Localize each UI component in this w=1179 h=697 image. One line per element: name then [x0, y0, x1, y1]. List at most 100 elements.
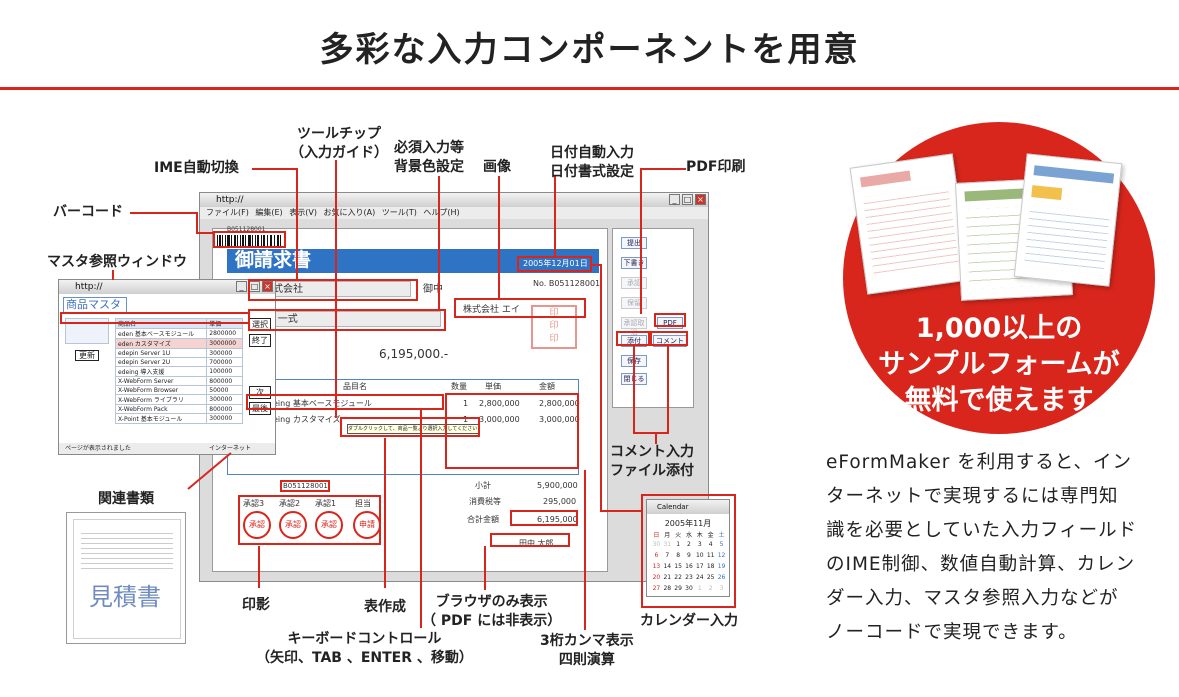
- row1-item[interactable]: eing 基本ベースモジュール: [273, 399, 372, 408]
- master-status-right: インターネット: [209, 445, 252, 452]
- calendar-day[interactable]: 28: [663, 585, 672, 592]
- approve-button[interactable]: 承認: [621, 277, 647, 289]
- calendar-day[interactable]: 21: [663, 574, 672, 581]
- sample-form-1-header: [860, 170, 911, 188]
- calendar-day[interactable]: 26: [717, 574, 726, 581]
- person-name: 田中 太郎: [519, 539, 554, 548]
- callout-keyboard-line2: （矢印、TAB 、ENTER 、移動）: [256, 650, 473, 666]
- calendar-day[interactable]: 10: [695, 552, 704, 559]
- total-highlight: [510, 510, 578, 526]
- sample-form-1: [849, 153, 971, 295]
- close-button[interactable]: ×: [695, 194, 706, 205]
- calendar-day-header: 水: [685, 532, 692, 539]
- honorific: 御中: [423, 284, 443, 295]
- callout-date: 日付自動入力 日付書式設定: [550, 144, 634, 182]
- calendar-day[interactable]: 6: [654, 552, 659, 559]
- exit-button[interactable]: 終了: [249, 334, 271, 347]
- related-doc-thumbnail[interactable]: 見積書: [66, 512, 186, 644]
- callout-comment-line1: コメント入力: [610, 444, 694, 460]
- master-minimize-button[interactable]: _: [236, 281, 247, 292]
- calendar-day[interactable]: 13: [652, 563, 661, 570]
- callout-tooltip-line2: （入力ガイド）: [290, 145, 388, 161]
- callout-master-window: マスタ参照ウィンドウ: [47, 254, 187, 270]
- calendar-day[interactable]: 12: [717, 552, 726, 559]
- row1-price[interactable]: 2,800,000: [479, 399, 520, 408]
- calendar-day[interactable]: 17: [695, 563, 704, 570]
- master-close-button[interactable]: ×: [262, 281, 273, 292]
- browser-leader: [484, 546, 486, 590]
- calendar-day[interactable]: 2: [708, 585, 713, 592]
- amount-column-highlight: [445, 393, 579, 469]
- callout-browser-line1: ブラウザのみ表示: [435, 594, 548, 610]
- calendar-day[interactable]: 9: [687, 552, 691, 559]
- row2-item[interactable]: eing カスタマイズ: [273, 415, 341, 424]
- hold-button[interactable]: 保留: [621, 297, 647, 309]
- col-item-header: 品目名: [343, 382, 367, 391]
- master-highlight: [60, 312, 250, 324]
- master-update-button[interactable]: 更新: [75, 350, 99, 361]
- calendar-day[interactable]: 1: [697, 585, 702, 592]
- calendar-leader-h2: [600, 510, 642, 512]
- calendar-day[interactable]: 20: [652, 574, 661, 581]
- calendar-day[interactable]: 8: [676, 552, 681, 559]
- sample-form-1-lines: [862, 185, 960, 277]
- calendar-day[interactable]: 18: [706, 563, 715, 570]
- calendar-day[interactable]: 7: [665, 552, 670, 559]
- calendar-day[interactable]: 31: [663, 541, 672, 548]
- row1-qty[interactable]: 1: [463, 399, 469, 408]
- calendar-day[interactable]: 30: [685, 585, 693, 592]
- cancel-approve-button[interactable]: 承認取消: [621, 317, 647, 337]
- issuer-company: 株式会社 エイ: [463, 305, 520, 315]
- menu-bar[interactable]: ファイル(F) 編集(E) 表示(V) お気に入り(A) ツール(T) ヘルプ(…: [200, 207, 708, 219]
- calendar-day[interactable]: 15: [674, 563, 682, 570]
- calendar-day[interactable]: 1: [676, 541, 681, 548]
- calendar-day[interactable]: 23: [685, 574, 693, 581]
- row2-price[interactable]: 3,000,000: [479, 415, 520, 424]
- approval-stamp-1[interactable]: 承認: [243, 511, 271, 539]
- master-table-cell: X-WebForm Server: [114, 376, 208, 386]
- maximize-button[interactable]: □: [682, 194, 693, 205]
- calendar-day[interactable]: 22: [674, 574, 682, 581]
- submit-button[interactable]: 提出: [621, 237, 647, 249]
- calendar-day[interactable]: 4: [708, 541, 713, 548]
- approval-stamp-2[interactable]: 承認: [279, 511, 307, 539]
- calendar-day[interactable]: 25: [706, 574, 715, 581]
- calendar-day[interactable]: 11: [706, 552, 715, 559]
- master-table-cell: 2800000: [206, 328, 243, 339]
- calendar-day[interactable]: 3: [697, 541, 702, 548]
- calendar-day[interactable]: 14: [663, 563, 672, 570]
- calendar-day[interactable]: 5: [719, 541, 724, 548]
- calendar-day[interactable]: 24: [695, 574, 704, 581]
- subtotal-value: 5,900,000: [537, 481, 578, 490]
- calendar-day[interactable]: 29: [674, 585, 682, 592]
- approval-stamp-3[interactable]: 承認: [315, 511, 343, 539]
- calendar-day[interactable]: 16: [685, 563, 693, 570]
- callout-tooltip-line1: ツールチップ: [297, 126, 381, 142]
- master-table-cell: 3000000: [206, 338, 243, 349]
- calendar-day[interactable]: 2: [687, 541, 691, 548]
- calendar-day[interactable]: 30: [652, 541, 661, 548]
- calendar-day[interactable]: 3: [719, 585, 724, 592]
- callout-tooltip: ツールチップ （入力ガイド）: [290, 125, 388, 163]
- calendar-day[interactable]: 27: [652, 585, 661, 592]
- row2-qty[interactable]: 1: [463, 415, 469, 424]
- draft-button[interactable]: 下書き: [621, 257, 647, 269]
- customer-highlight: [248, 279, 418, 301]
- item-row-highlight: [246, 394, 444, 410]
- invoice-date[interactable]: 2005年12月01日: [523, 259, 588, 268]
- minimize-button[interactable]: _: [669, 194, 680, 205]
- col-qty-header: 数量: [451, 382, 467, 391]
- calendar-day[interactable]: 19: [717, 563, 726, 570]
- pdf-leader-h: [640, 168, 686, 170]
- callout-pdf-print: PDF印刷: [686, 159, 746, 175]
